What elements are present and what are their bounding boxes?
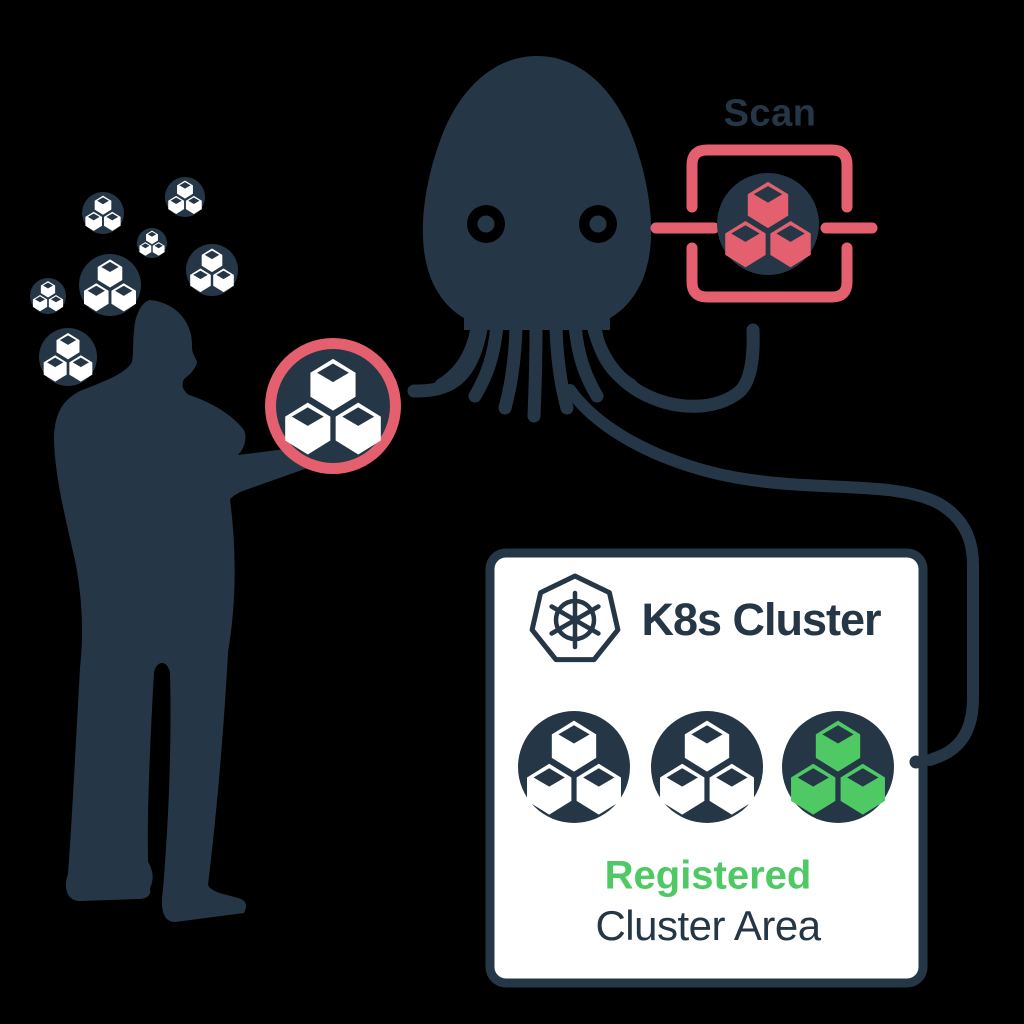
container-icon [39,328,97,386]
container-icon [265,338,401,474]
scan-target [650,144,878,303]
scan-frame-icon [650,144,878,303]
kraken-tentacles [407,309,760,423]
container-icon [186,244,238,296]
kraken-eyes [467,205,617,243]
kraken-right-tentacle [584,309,760,413]
person-silhouette [54,300,337,922]
registered-cluster-icons [518,711,894,823]
kraken-wire-tentacle [564,384,979,766]
kraken-left-tentacle [407,309,490,398]
container-icon [82,192,124,234]
registered-label: Registered [604,853,812,898]
kraken-head [422,56,652,330]
floating-container-icons [30,177,238,386]
scanned-container-icon [717,173,819,275]
cluster-box-title: K8s Cluster [641,594,881,645]
container-icon [518,711,630,823]
container-icon [717,173,819,275]
container-icon [137,228,167,258]
container-icon [30,278,66,314]
kraken-illustration [407,56,979,766]
container-icon [651,711,763,823]
container-icon [782,711,894,823]
container-icon [165,177,205,217]
container-icon [79,254,141,316]
cluster-area-label: Cluster Area [595,902,821,949]
kubernetes-wheel-icon [529,573,621,663]
wire-connection-dot [909,755,923,769]
scan-label: Scan [723,92,817,135]
held-container-icon [265,338,401,474]
k8s-cluster-box [485,548,928,988]
